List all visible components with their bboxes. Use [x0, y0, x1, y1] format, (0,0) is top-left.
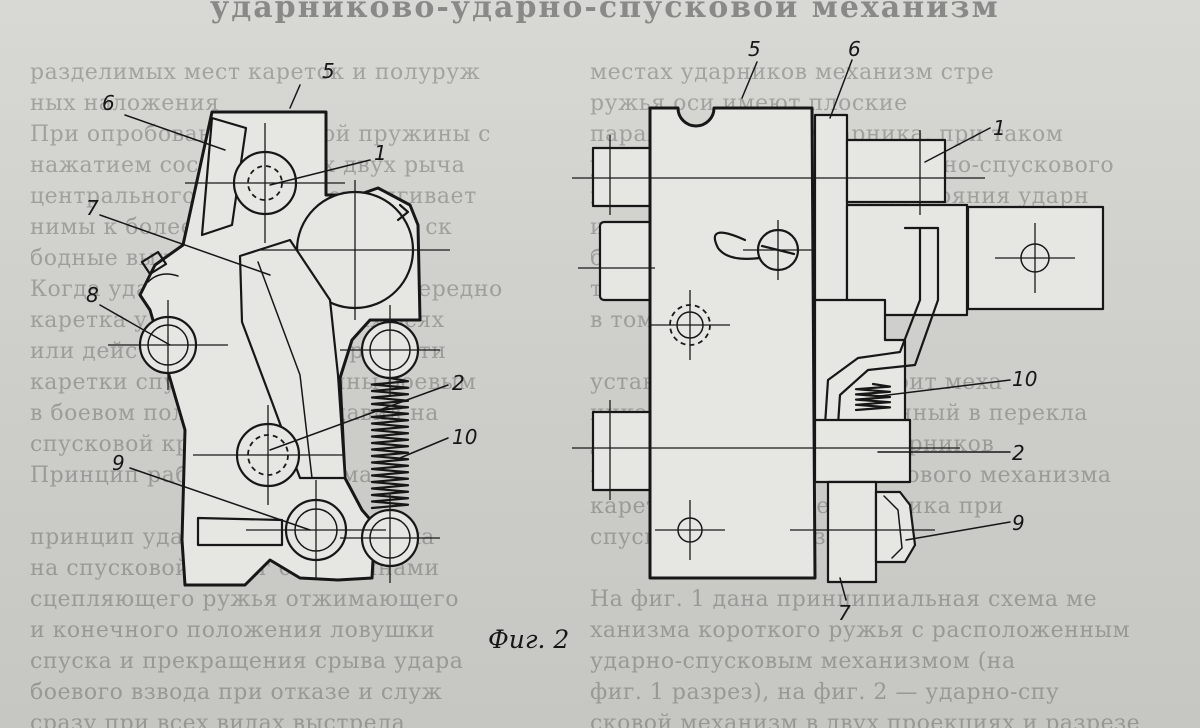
bg-text-line: местах ударников механизм стре — [590, 60, 995, 85]
right-label-6: 6 — [848, 37, 861, 61]
left-bottom-bar — [196, 516, 284, 547]
left-spring-10 — [370, 376, 410, 510]
right-roller-9 — [874, 490, 917, 564]
right-leader-10 — [879, 379, 1011, 397]
right-label-2: 2 — [1012, 441, 1025, 465]
right-lever-7 — [826, 480, 878, 584]
left-hammer-7 — [238, 238, 347, 480]
right-leader-1 — [924, 127, 991, 163]
bg-text-line: спуска и прекращения срыва удара — [30, 649, 464, 674]
left-leader-7 — [99, 214, 271, 276]
right-stepped-block — [845, 203, 969, 317]
left-leader-8 — [99, 304, 171, 346]
figure-caption: Фиг. 2 — [488, 625, 569, 654]
bg-heading: ударниково-ударно-спусковой механизм — [210, 0, 1000, 25]
bg-text-line: боевого взвода при отказе и служ — [30, 680, 443, 705]
right-label-10: 10 — [1012, 367, 1037, 391]
bg-text-line: фиг. 1 разрез), на фиг. 2 — ударно-спу — [590, 680, 1060, 705]
right-axle-2 — [813, 418, 912, 484]
right-label-7: 7 — [838, 601, 851, 625]
bg-text-line: разделимых мест кареток и полуруж — [30, 60, 481, 85]
left-label-1: 1 — [374, 141, 387, 165]
right-boss-bottom — [591, 410, 655, 492]
right-leader-9 — [905, 521, 1011, 541]
bg-text-line: сковой механизм в двух проекциях и разре… — [590, 711, 1141, 728]
left-leader-2 — [269, 384, 449, 451]
right-hammer-7-rod — [833, 226, 940, 472]
right-boss-middle — [598, 220, 657, 302]
left-clip — [140, 250, 168, 276]
right-main-plate-5 — [648, 106, 817, 580]
left-clip-spring — [147, 273, 179, 283]
left-view: 5 6 1 7 8 2 10 9 Фиг. 2 — [86, 59, 569, 654]
left-leader-5 — [289, 84, 301, 109]
spring-coil-path — [854, 382, 892, 412]
left-label-5: 5 — [322, 59, 335, 83]
right-view: 5 6 1 10 2 9 7 — [572, 37, 1105, 625]
left-leader-6 — [124, 114, 226, 151]
left-hammer-edge — [257, 261, 313, 479]
right-leader-6 — [829, 59, 853, 119]
left-centre-lines — [108, 123, 450, 583]
bg-text-line: и конечного положения ловушки — [30, 618, 436, 643]
left-label-8: 8 — [86, 283, 99, 307]
right-centre-lines — [572, 130, 1075, 560]
right-boss-top — [591, 146, 655, 208]
right-inner-frame — [813, 298, 907, 427]
spring-coil-path — [370, 376, 410, 510]
right-axle-1 — [845, 138, 947, 204]
right-label-5: 5 — [748, 37, 761, 61]
left-label-6: 6 — [102, 91, 115, 115]
left-label-2: 2 — [452, 371, 465, 395]
bg-text-line: ханизма короткого ружья с расположенным — [590, 618, 1131, 643]
left-leader-9 — [129, 467, 311, 531]
right-label-9: 9 — [1012, 511, 1025, 535]
left-drum-tab — [396, 203, 410, 222]
right-leader-5 — [741, 61, 758, 99]
bg-text-line: сразу при всех видах выстрела — [30, 711, 406, 728]
bg-text-line: ных наложения — [30, 91, 220, 116]
left-lever-6 — [200, 116, 248, 237]
left-leader-1 — [269, 159, 371, 186]
right-clip-spring — [713, 231, 762, 260]
left-label-10: 10 — [452, 425, 477, 449]
right-spring-10 — [854, 382, 892, 412]
right-roller-9-edge — [883, 495, 903, 559]
left-leader-10 — [399, 437, 449, 459]
right-hammer-7-rod-inner — [820, 226, 922, 472]
left-label-9: 9 — [112, 451, 125, 475]
right-label-1: 1 — [993, 116, 1006, 140]
bg-text-line: ударно-спусковым механизмом (на — [590, 649, 1016, 674]
left-label-7: 7 — [86, 196, 99, 220]
bg-text-line: сцепляющего ружья отжимающего — [30, 587, 459, 612]
right-leader-7 — [839, 577, 847, 601]
